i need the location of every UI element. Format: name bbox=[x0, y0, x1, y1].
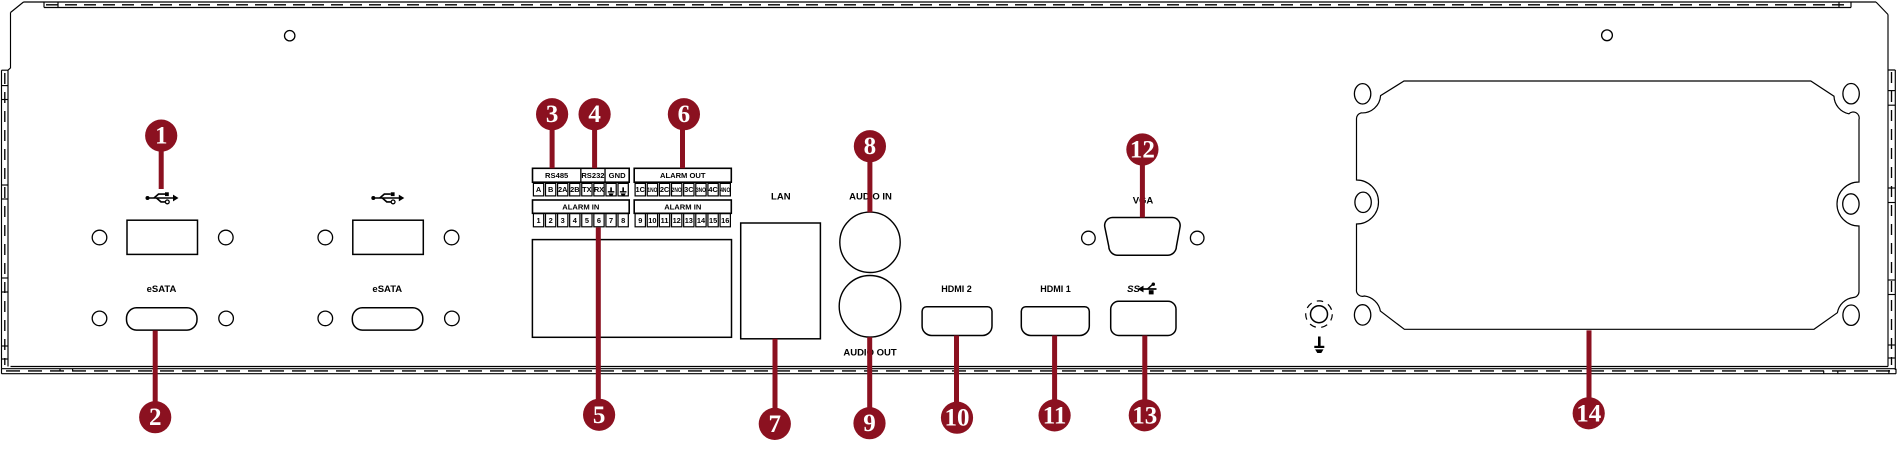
svg-text:3: 3 bbox=[546, 101, 559, 128]
svg-text:4: 4 bbox=[588, 101, 601, 128]
svg-text:RX: RX bbox=[594, 185, 604, 194]
svg-text:7: 7 bbox=[609, 216, 613, 225]
svg-text:2A: 2A bbox=[558, 185, 568, 194]
svg-text:SS: SS bbox=[1127, 284, 1140, 295]
svg-text:5: 5 bbox=[585, 216, 589, 225]
svg-text:RS485: RS485 bbox=[545, 171, 569, 180]
svg-text:11: 11 bbox=[661, 216, 669, 225]
svg-text:12: 12 bbox=[1130, 137, 1155, 164]
svg-text:RS232: RS232 bbox=[581, 171, 604, 180]
svg-text:HDMI 2: HDMI 2 bbox=[941, 284, 972, 294]
svg-text:14: 14 bbox=[1576, 400, 1602, 427]
svg-text:3: 3 bbox=[561, 216, 565, 225]
svg-text:13: 13 bbox=[685, 216, 693, 225]
svg-text:4C: 4C bbox=[708, 185, 718, 194]
svg-text:2: 2 bbox=[549, 216, 553, 225]
svg-text:1: 1 bbox=[536, 216, 540, 225]
svg-text:A: A bbox=[536, 185, 542, 194]
svg-text:6: 6 bbox=[597, 216, 601, 225]
svg-text:2: 2 bbox=[149, 404, 162, 431]
svg-text:13: 13 bbox=[1132, 402, 1157, 429]
svg-text:1NO: 1NO bbox=[647, 187, 657, 194]
svg-text:2NO: 2NO bbox=[672, 187, 682, 194]
svg-text:ALARM OUT: ALARM OUT bbox=[660, 171, 706, 180]
svg-text:2C: 2C bbox=[660, 185, 670, 194]
svg-text:8: 8 bbox=[864, 133, 877, 160]
svg-text:3C: 3C bbox=[684, 185, 694, 194]
svg-text:16: 16 bbox=[721, 216, 729, 225]
svg-text:8: 8 bbox=[621, 216, 625, 225]
svg-text:GND: GND bbox=[609, 171, 626, 180]
svg-text:14: 14 bbox=[697, 216, 706, 225]
svg-text:2B: 2B bbox=[570, 185, 579, 194]
svg-text:9: 9 bbox=[863, 410, 876, 437]
svg-text:TX: TX bbox=[582, 185, 592, 194]
svg-text:LAN: LAN bbox=[771, 192, 791, 203]
svg-text:4NO: 4NO bbox=[720, 187, 730, 194]
svg-text:ALARM IN: ALARM IN bbox=[562, 202, 599, 211]
svg-text:3NO: 3NO bbox=[696, 187, 706, 194]
svg-text:ALARM IN: ALARM IN bbox=[664, 202, 701, 211]
svg-text:11: 11 bbox=[1043, 402, 1067, 429]
svg-text:10: 10 bbox=[648, 216, 656, 225]
svg-text:4: 4 bbox=[573, 216, 578, 225]
svg-text:1: 1 bbox=[155, 123, 168, 150]
svg-text:6: 6 bbox=[678, 101, 691, 128]
svg-text:eSATA: eSATA bbox=[147, 284, 177, 295]
svg-text:12: 12 bbox=[673, 216, 681, 225]
svg-text:B: B bbox=[548, 185, 553, 194]
svg-text:HDMI 1: HDMI 1 bbox=[1040, 284, 1071, 294]
svg-text:7: 7 bbox=[769, 411, 782, 438]
svg-text:15: 15 bbox=[709, 216, 717, 225]
svg-text:1C: 1C bbox=[636, 185, 646, 194]
svg-text:10: 10 bbox=[945, 405, 970, 432]
svg-text:9: 9 bbox=[638, 216, 642, 225]
svg-text:5: 5 bbox=[593, 402, 606, 429]
svg-text:eSATA: eSATA bbox=[372, 284, 402, 295]
